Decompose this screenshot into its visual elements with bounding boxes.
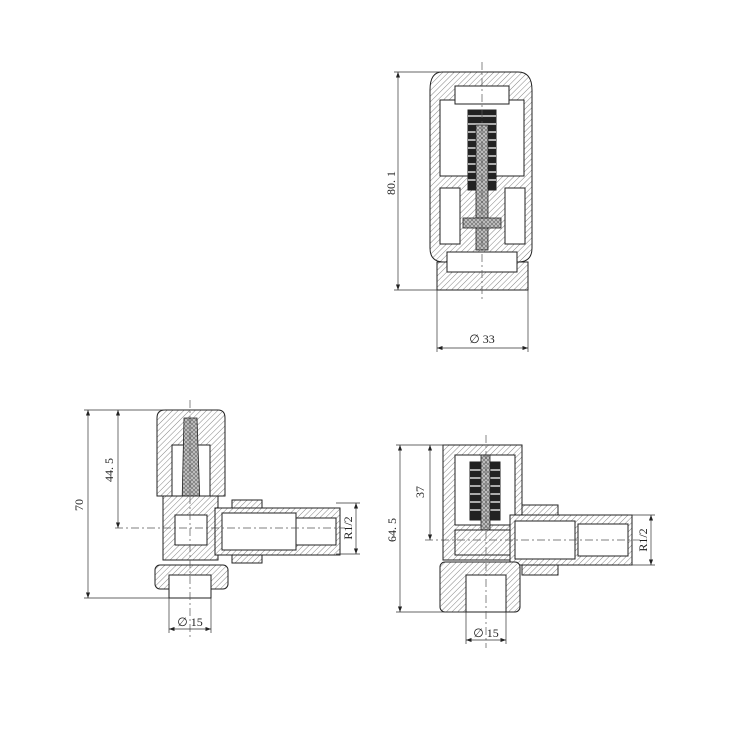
dimension-thermostatic-heights: 37 64. 5 [385,444,466,613]
dimension-thermostatic-pipe-diameter: ∅ 15 [465,612,507,644]
dimension-height-head: 80. 1 [384,71,440,291]
head-height-label: 80. 1 [384,171,398,195]
dimension-manual-pipe-diameter: ∅ 15 [168,598,212,633]
dimension-thermostatic-thread: R1/2 [628,514,655,566]
manual-center-height-label: 44. 5 [102,458,116,482]
dimension-manual-thread: R1/2 [336,502,360,555]
manual-pipe-diameter-label: ∅ 15 [177,615,202,629]
manual-thread-label: R1/2 [341,516,355,539]
thermostatic-center-height-label: 37 [413,486,427,498]
thermostatic-overall-height-label: 64. 5 [385,518,399,542]
thermostatic-head-view [429,62,533,300]
dimension-diameter-head: ∅ 33 [436,290,529,352]
thermostatic-pipe-diameter-label: ∅ 15 [473,626,498,640]
thermostatic-thread-label: R1/2 [636,528,650,551]
manual-angle-valve-view [115,400,345,640]
head-diameter-label: ∅ 33 [469,332,494,346]
manual-overall-height-label: 70 [72,499,86,511]
dimension-manual-overall-height: 70 44. 5 [72,409,169,599]
thermostatic-angle-valve-view [425,435,640,648]
